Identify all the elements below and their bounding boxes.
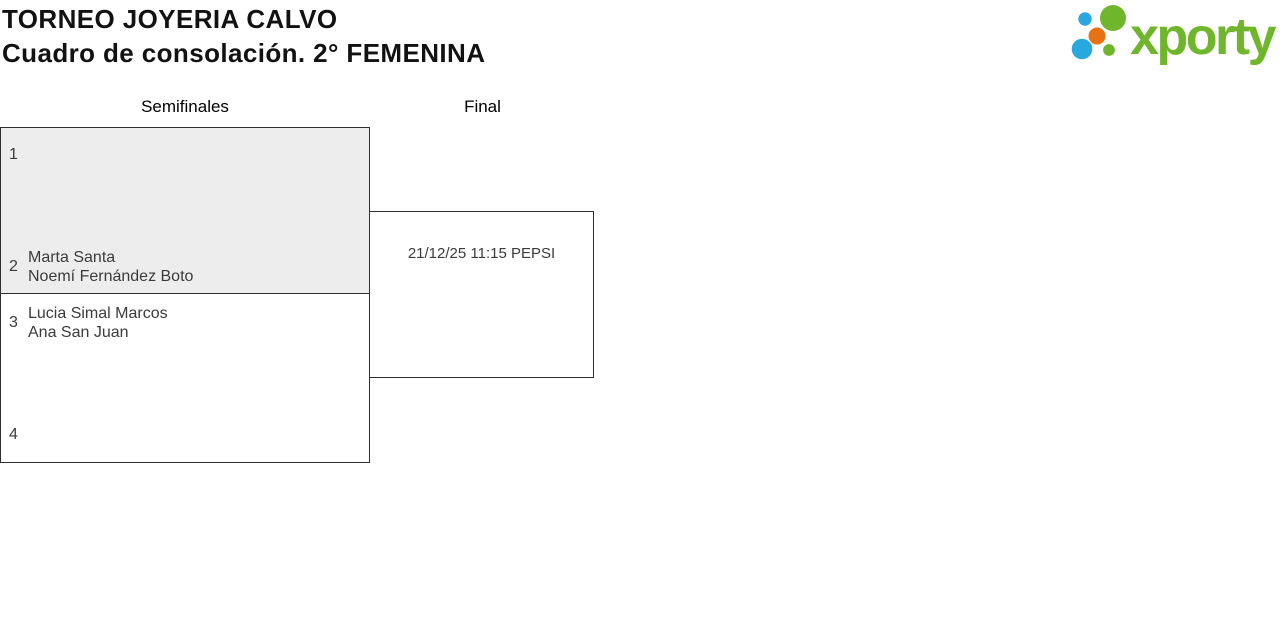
player-line: Lucia Simal Marcos	[28, 305, 168, 322]
final-match-schedule: 21/12/25 11:15 PEPSI	[407, 245, 556, 262]
round-label-semifinales: Semifinales	[141, 97, 229, 116]
xporty-logo[interactable]: xporty	[1066, 3, 1276, 67]
xporty-logo-dots-icon	[1071, 5, 1127, 60]
seed-number: 2	[9, 258, 18, 275]
logo-dot-green-large	[1100, 5, 1127, 31]
player-line: Noemí Fernández Boto	[28, 268, 194, 285]
player-line: Ana San Juan	[28, 324, 129, 341]
xporty-wordmark: xporty	[1130, 8, 1276, 66]
team-slot-3: 3 Lucia Simal Marcos Ana San Juan	[9, 304, 365, 342]
semifinal-match-1[interactable]: 1 2 Marta Santa Noemí Fernández Boto	[0, 127, 370, 293]
player-line: Marta Santa	[28, 249, 116, 266]
team-names: Marta Santa Noemí Fernández Boto	[28, 248, 193, 286]
final-match[interactable]: 21/12/25 11:15 PEPSI	[370, 211, 594, 378]
logo-dot-blue-small	[1078, 12, 1092, 26]
tournament-subtitle: Cuadro de consolación. 2° FEMENINA	[2, 38, 486, 68]
seed-number: 3	[9, 314, 18, 331]
semifinal-match-2[interactable]: 3 Lucia Simal Marcos Ana San Juan 4	[0, 293, 370, 463]
tournament-title: TORNEO JOYERIA CALVO	[2, 4, 338, 34]
logo-dot-green-small	[1103, 44, 1115, 56]
team-names: Lucia Simal Marcos Ana San Juan	[28, 304, 168, 342]
logo-dot-orange	[1088, 27, 1106, 45]
round-label-final: Final	[464, 97, 501, 116]
team-slot-4: 4	[9, 426, 365, 444]
header-titles: TORNEO JOYERIA CALVO Cuadro de consolaci…	[2, 2, 485, 70]
seed-number: 4	[9, 426, 18, 443]
logo-dot-blue-large	[1071, 38, 1093, 60]
team-slot-1: 1	[9, 146, 365, 164]
team-slot-2: 2 Marta Santa Noemí Fernández Boto	[9, 248, 365, 286]
seed-number: 1	[9, 146, 18, 163]
